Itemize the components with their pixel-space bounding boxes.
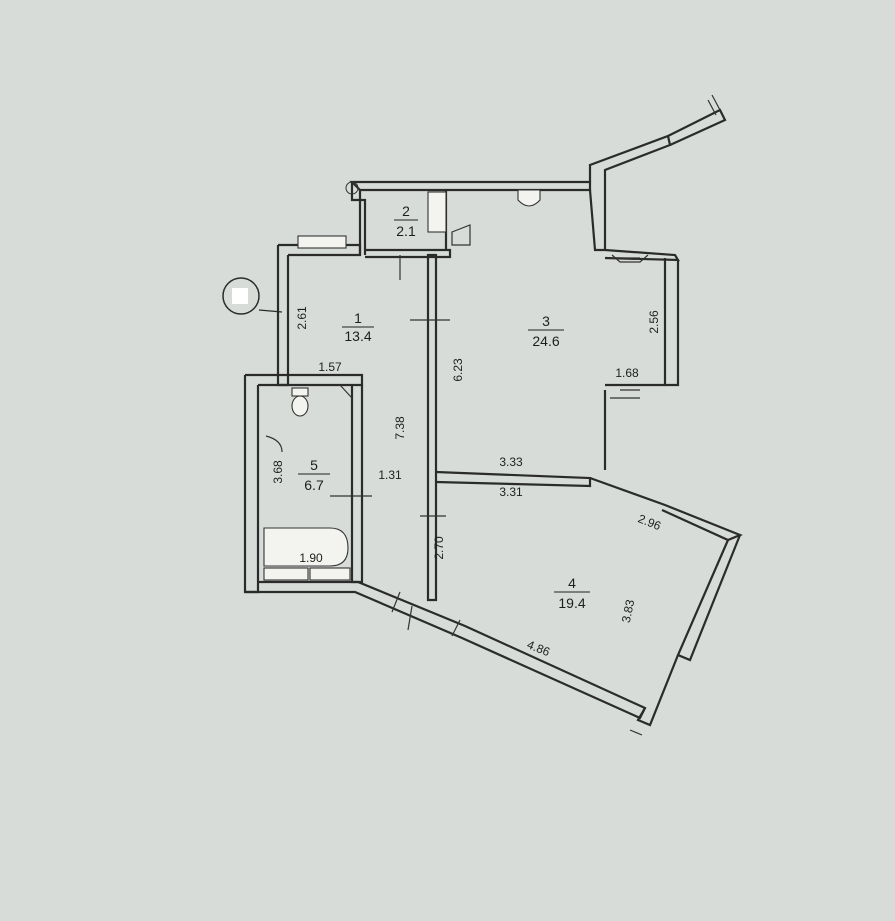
meter-symbol: [222, 277, 260, 315]
room-4-number: 4: [568, 575, 576, 591]
inner-walls: [350, 190, 592, 602]
room-4-area: 19.4: [558, 595, 585, 611]
dim-1-57: 1.57: [318, 360, 342, 374]
radiator-room-5-a: [263, 567, 309, 581]
radiator-room-1: [297, 235, 347, 249]
meter-label-box: [232, 288, 248, 304]
window-bottom: [629, 729, 643, 736]
outer-walls: [243, 108, 743, 727]
door-room-4: [451, 619, 461, 637]
bathtub: [263, 527, 349, 567]
dim-6-23: 6.23: [451, 358, 465, 382]
fixtures: [222, 94, 721, 736]
room-2-area: 2.1: [396, 223, 416, 239]
room-5-area: 6.7: [304, 477, 324, 493]
sink-room-3: [517, 189, 541, 207]
door-room-5: [339, 384, 353, 399]
dim-3-68: 3.68: [271, 460, 285, 484]
dim-3-83: 3.83: [619, 598, 638, 624]
dim-2-61: 2.61: [295, 306, 309, 330]
dim-2-56: 2.56: [647, 310, 661, 334]
dim-2-70: 2.70: [432, 536, 446, 560]
dim-7-38: 7.38: [393, 416, 407, 440]
dim-1-90: 1.90: [299, 551, 323, 565]
room-3-number: 3: [542, 313, 550, 329]
room-3-area: 24.6: [532, 333, 559, 349]
room-1-number: 1: [354, 310, 362, 326]
room-labels: 1 13.4 2 2.1 3 24.6 4 19.4 5 6.7: [298, 203, 590, 611]
dim-1-68: 1.68: [615, 366, 639, 380]
radiator-room-5-b: [309, 567, 351, 581]
entrance-door: [391, 591, 413, 631]
window-top-right: [707, 94, 721, 116]
shower-room-2: [427, 191, 447, 233]
room-2-number: 2: [402, 203, 410, 219]
room-5-number: 5: [310, 457, 318, 473]
toilet-tank: [291, 387, 309, 397]
sink-room-5: [265, 435, 283, 453]
dim-3-33: 3.33: [499, 455, 523, 469]
dimension-labels: 2.61 1.57 6.23 7.38 3.68 1.31 1.90 2.70 …: [271, 306, 663, 659]
room-1-area: 13.4: [344, 328, 371, 344]
stair-symbol: [451, 224, 471, 246]
dim-3-31: 3.31: [499, 485, 523, 499]
dim-1-31: 1.31: [378, 468, 402, 482]
toilet: [291, 395, 309, 417]
